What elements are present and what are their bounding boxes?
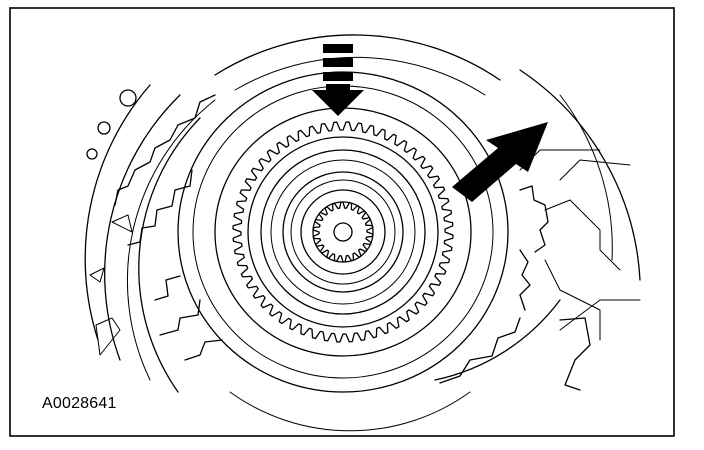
diagonal-arrow-icon bbox=[452, 122, 548, 202]
figure-id-label: A0028641 bbox=[42, 395, 117, 412]
clutch-plate-left bbox=[89, 94, 223, 361]
housing-holes bbox=[86, 89, 137, 160]
down-dashed-arrow-icon bbox=[312, 44, 364, 116]
gear-hub-rings bbox=[247, 136, 439, 328]
figure-frame bbox=[9, 7, 675, 437]
gear-icon bbox=[232, 121, 454, 343]
housing-rings bbox=[84, 34, 641, 432]
spline-hub bbox=[312, 201, 374, 263]
